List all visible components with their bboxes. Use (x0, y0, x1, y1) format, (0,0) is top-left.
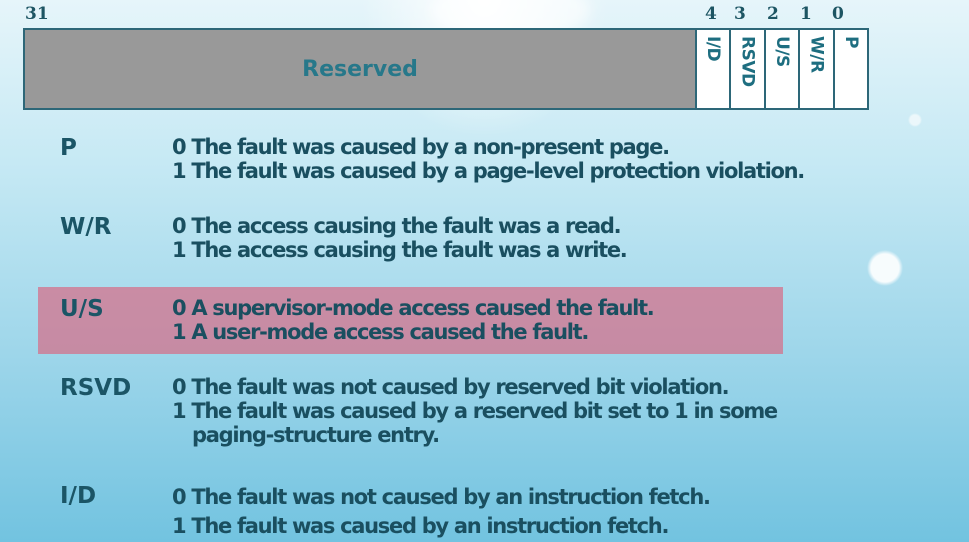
row-us-name: U/S (60, 296, 104, 322)
row-p-line-0: 0 The fault was caused by a non-present … (172, 135, 670, 159)
row-wr-line-0: 0 The access causing the fault was a rea… (172, 214, 622, 238)
field-rsvd-label: RSVD (737, 36, 758, 87)
bit-number-row: 31 4 3 2 1 0 (23, 4, 869, 24)
row-p-desc: 0 The fault was caused by a non-present … (172, 135, 805, 183)
error-code-register: 31 4 3 2 1 0 Reserved I/D RSVD U/S W/R P (23, 4, 869, 110)
row-rsvd-line-2: paging-structure entry. (192, 423, 440, 447)
row-us-line-1: 1 A user-mode access caused the fault. (172, 320, 589, 344)
row-wr-name: W/R (60, 214, 112, 240)
field-wr: W/R (800, 30, 835, 108)
field-id-label: I/D (703, 36, 724, 62)
row-us-desc: 0 A supervisor-mode access caused the fa… (172, 296, 655, 344)
bit-31-label: 31 (25, 4, 49, 24)
row-wr-line-1: 1 The access causing the fault was a wri… (172, 238, 628, 262)
field-us: U/S (765, 30, 801, 108)
reserved-field: Reserved (25, 30, 697, 108)
row-rsvd-name: RSVD (60, 375, 132, 401)
row-id-line-0: 0 The fault was not caused by an instruc… (172, 485, 711, 509)
row-id-desc: 0 The fault was not caused by an instruc… (172, 483, 711, 541)
bit-1-label: 1 (800, 4, 812, 24)
row-id-line-1: 1 The fault was caused by an instruction… (172, 514, 669, 538)
us-row-highlight (38, 287, 783, 354)
bit-0-label: 0 (832, 4, 844, 24)
row-us-line-0: 0 A supervisor-mode access caused the fa… (172, 296, 655, 320)
register-box: Reserved I/D RSVD U/S W/R P (23, 28, 869, 110)
field-rsvd: RSVD (731, 30, 766, 108)
row-p-line-1: 1 The fault was caused by a page-level p… (172, 159, 805, 183)
reserved-label: Reserved (302, 56, 418, 82)
bit-2-label: 2 (767, 4, 779, 24)
row-rsvd-line-1: 1 The fault was caused by a reserved bit… (172, 399, 778, 423)
bit-4-label: 4 (705, 4, 717, 24)
row-rsvd-desc: 0 The fault was not caused by reserved b… (172, 375, 778, 447)
field-p: P (834, 30, 868, 108)
field-id: I/D (697, 30, 732, 108)
row-p-name: P (60, 135, 77, 161)
field-p-label: P (840, 36, 861, 48)
field-us-label: U/S (772, 36, 793, 67)
field-wr-label: W/R (806, 36, 827, 73)
row-wr-desc: 0 The access causing the fault was a rea… (172, 214, 628, 262)
row-rsvd-line-0: 0 The fault was not caused by reserved b… (172, 375, 730, 399)
row-id-name: I/D (60, 483, 97, 509)
bit-3-label: 3 (734, 4, 746, 24)
